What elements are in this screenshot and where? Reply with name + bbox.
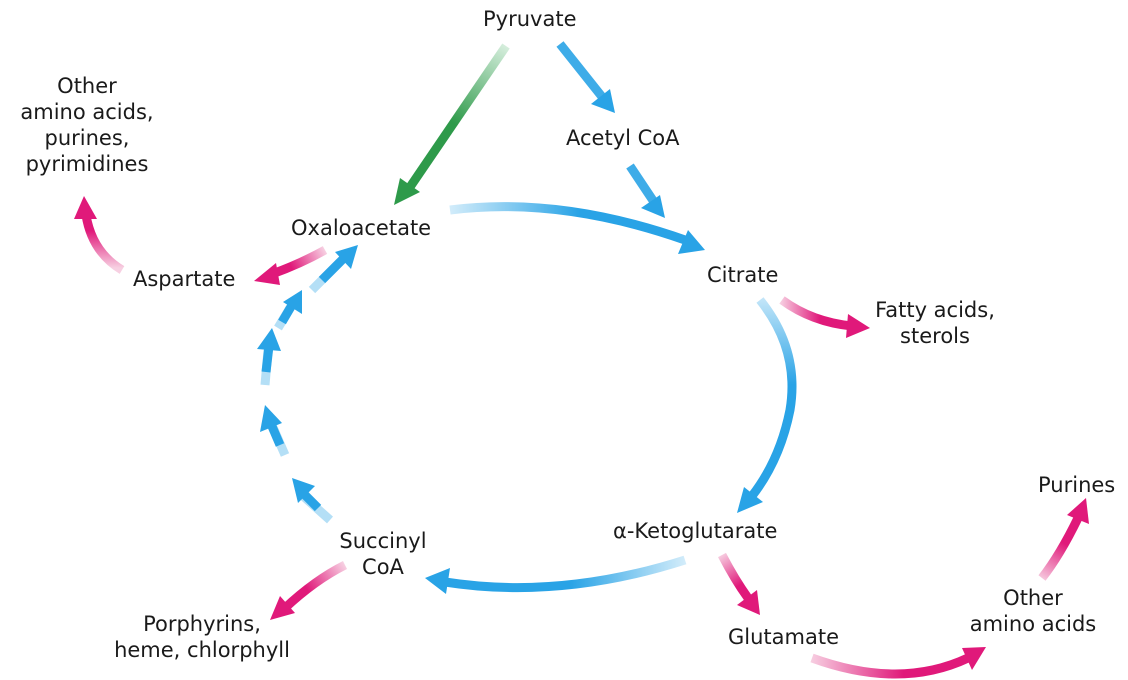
node-succinyl-coa: Succinyl CoA (328, 528, 438, 580)
product-from-aspartate-line2: amino acids, (20, 100, 154, 124)
arrow-oxaloacetate-to-citrate (449, 202, 687, 245)
arrow-glutamate-to-other-amino-acids (810, 653, 970, 679)
node-aspartate: Aspartate (133, 267, 236, 291)
arrow-ketoglutarate-to-glutamate (718, 552, 752, 601)
product-from-succinyl-coa: Porphyrins, heme, chlorphyll (104, 611, 300, 663)
node-succinyl-coa-line1: Succinyl (339, 529, 427, 553)
arrowhead-amino-acids (74, 196, 97, 219)
arrowhead-aspartate (254, 263, 280, 285)
arrowhead-glutamate (737, 590, 760, 615)
arrow-citrate-to-fatty-acids (779, 296, 853, 331)
arrowhead-purines (1067, 498, 1089, 524)
product-from-glutamate: Other amino acids (953, 585, 1113, 637)
product-from-glutamate-line1: Other (1003, 586, 1063, 610)
node-succinyl-coa-line2: CoA (362, 555, 404, 579)
node-glutamate: Glutamate (728, 625, 839, 649)
arrow-pyruvate-to-acetyl-coa (556, 41, 607, 101)
arrowhead-citrate (678, 230, 705, 254)
product-from-succinyl-coa-line1: Porphyrins, (143, 612, 261, 636)
product-from-aspartate-line3: purines, (44, 126, 130, 150)
arrowhead-succinyl-coa (425, 568, 450, 594)
arrow-succinyl-coa-to-oxaloacetate (257, 245, 358, 524)
arrowhead-fatty-acids (846, 314, 870, 338)
arrowhead-ketoglutarate (737, 487, 763, 513)
arrowhead-acetyl-coa (591, 89, 615, 113)
node-oxaloacetate: Oxaloacetate (291, 216, 432, 240)
arrow-aspartate-to-amino-acids (81, 214, 125, 274)
node-alpha-ketoglutarate: α-Ketoglutarate (613, 519, 778, 543)
arrow-ketoglutarate-to-succinyl-coa (444, 555, 687, 593)
arrow-citrate-to-ketoglutarate (748, 297, 797, 499)
arrow-oxaloacetate-to-aspartate (270, 246, 328, 279)
node-pyruvate: Pyruvate (483, 7, 577, 31)
product-from-aspartate: Other amino acids, purines, pyrimidines (0, 73, 176, 177)
product-from-citrate-line1: Fatty acids, (875, 298, 995, 322)
product-from-citrate-line2: sterols (900, 324, 970, 348)
arrowhead-other-amino-acids (962, 647, 986, 670)
product-from-glutamate-line2: amino acids (969, 612, 1097, 636)
arrow-pyruvate-to-oxaloacetate (404, 43, 510, 193)
arrowhead-citrate-from-acetyl-coa (641, 195, 665, 218)
product-from-aspartate-line4: pyrimidines (25, 152, 149, 176)
arrow-other-amino-acids-to-purines (1038, 516, 1083, 581)
arrowhead-porphyrins (270, 596, 295, 620)
arrow-acetyl-coa-to-citrate (626, 163, 658, 205)
arrow-succinyl-coa-to-porphyrins (281, 560, 348, 612)
product-purines: Purines (1038, 473, 1116, 497)
node-citrate: Citrate (707, 263, 779, 287)
product-from-aspartate-line1: Other (57, 74, 117, 98)
product-from-succinyl-coa-line2: heme, chlorphyll (114, 638, 290, 662)
node-acetyl-coa: Acetyl CoA (566, 126, 680, 150)
product-from-citrate: Fatty acids, sterols (866, 297, 1004, 349)
arrowhead-oxaloacetate-green (394, 178, 420, 205)
